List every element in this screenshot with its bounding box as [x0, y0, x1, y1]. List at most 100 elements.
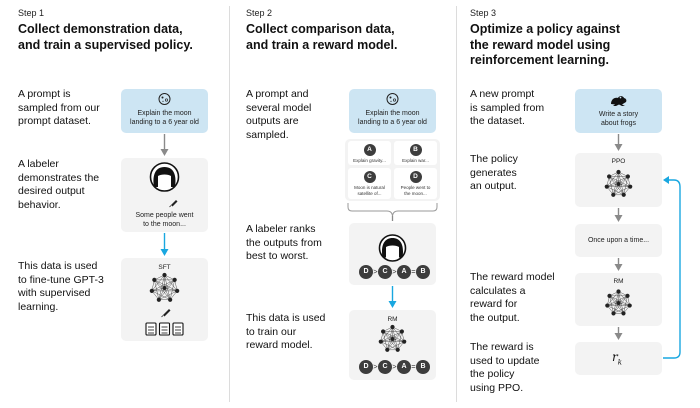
column-divider [456, 6, 457, 402]
desc-line: A labeler [18, 158, 59, 170]
step1-desc-finetune: This data is used to fine-tune GPT-3 wit… [18, 260, 104, 314]
output-option-b: B Explain war... [394, 141, 437, 165]
step1-desc-prompt: A prompt is sampled from our prompt data… [18, 88, 100, 129]
step3-title-line: Optimize a policy against [470, 22, 621, 36]
step2-title: Collect comparison data, and train a rew… [246, 22, 397, 53]
desc-line: reward for [470, 298, 518, 310]
step3-desc-reward-model: The reward model calculates a reward for… [470, 271, 555, 325]
output-text: Explain gravity... [348, 158, 391, 164]
desc-line: A prompt and [246, 88, 309, 100]
desc-line: The policy [470, 153, 518, 165]
neural-network-icon [604, 169, 633, 197]
rank-token: B [416, 265, 430, 279]
step3-output-card: Once upon a time... [575, 224, 662, 257]
desc-line: generates [470, 166, 517, 179]
labeler-text: Some people went to the moon... [121, 211, 208, 229]
arrow-down-icon [614, 333, 623, 340]
output-letter: A [363, 144, 376, 156]
desc-line: best to worst. [246, 250, 309, 262]
arrow-down-icon [614, 264, 623, 271]
reward-symbol: r [612, 350, 618, 364]
step1-label: Step 1 [18, 8, 45, 18]
desc-line: the outputs from [246, 236, 322, 249]
desc-line: several model [246, 101, 312, 114]
step3-desc-policy: The policy generates an output. [470, 153, 518, 194]
frog-icon [611, 96, 627, 106]
step1-title-line: Collect demonstration data, [18, 22, 183, 36]
labeler-line: Some people went [135, 212, 194, 219]
output-option-d: D People went to the moon... [394, 168, 437, 199]
rm-label: RM [387, 316, 398, 323]
step2-desc-sampled: A prompt and several model outputs are s… [246, 88, 311, 142]
step1-sft-card: SFT [121, 258, 208, 341]
output-text: Moon is natural satellite of... [348, 185, 391, 197]
step1-title: Collect demonstration data, and train a … [18, 22, 193, 53]
desc-line: an output. [470, 180, 517, 192]
step2-title-line: Collect comparison data, [246, 22, 395, 36]
prompt-line: landing to a 6 year old [358, 119, 427, 126]
step2-desc-ranks: A labeler ranks the outputs from best to… [246, 223, 322, 264]
output-text: Once upon a time... [587, 237, 650, 244]
sft-label: SFT [158, 264, 171, 271]
desc-line: to fine-tune GPT-3 [18, 273, 104, 286]
rm-label: RM [613, 278, 624, 285]
step3-title: Optimize a policy against the reward mod… [470, 22, 620, 69]
arrow-down-icon [160, 149, 169, 156]
arrow-down-icon [160, 249, 169, 256]
rank-operator: > [373, 362, 378, 371]
step3-ppo-card: PPO [575, 153, 662, 207]
prompt-text: Write a story about frogs [575, 110, 662, 128]
column-divider [229, 6, 230, 402]
arrow-left-icon [663, 176, 669, 184]
rank-token: C [378, 265, 392, 279]
prompt-line: Write a story [598, 111, 639, 118]
desc-line: used to update [470, 354, 540, 367]
desc-line: A prompt is [18, 88, 71, 100]
prompt-line: Explain the moon [365, 110, 420, 117]
reward-subscript: k [617, 358, 622, 367]
prompt-line: landing to a 6 year old [130, 119, 199, 126]
step2-desc-train: This data is used to train our reward mo… [246, 312, 325, 353]
desc-line: demonstrates the [18, 171, 100, 184]
labeler-avatar-icon [378, 234, 407, 262]
output-line: Moon is natural [354, 185, 385, 190]
step3-title-line: reinforcement learning. [470, 53, 609, 67]
prompt-text: Explain the moon landing to a 6 year old [121, 109, 208, 127]
desc-line: prompt dataset. [18, 115, 91, 127]
step2-prompt-card: Explain the moon landing to a 6 year old [349, 89, 436, 133]
reward-value: rk [612, 350, 622, 366]
rank-token: B [416, 360, 430, 374]
step1-title-line: and train a supervised policy. [18, 37, 193, 52]
arrow-down-icon [614, 144, 623, 151]
moon-icon [158, 93, 171, 105]
pencil-icon [161, 309, 171, 318]
step3-title-line: the reward model using [470, 37, 611, 52]
rank-token: C [378, 360, 392, 374]
documents-icon [145, 322, 184, 336]
step2-ranking-card: D > C > A = B [349, 223, 436, 285]
feedback-arrow [663, 179, 681, 359]
rank-operator: > [392, 267, 397, 276]
output-option-a: A Explain gravity... [348, 141, 391, 165]
output-line: the moon... [404, 191, 427, 196]
desc-line: reward model. [246, 339, 313, 351]
output-letter: D [409, 171, 422, 183]
desc-line: The reward is [470, 341, 534, 353]
labeler-avatar-icon [149, 162, 180, 208]
rank-operator: > [392, 362, 397, 371]
prompt-line: Explain the moon [137, 110, 192, 117]
step1-desc-labeler: A labeler demonstrates the desired outpu… [18, 158, 99, 212]
output-letter: B [409, 144, 422, 156]
rank-token: A [397, 360, 411, 374]
desc-line: the output. [470, 311, 520, 324]
step1-labeler-card: Some people went to the moon... [121, 158, 208, 232]
step2-rm-card: RM D > C > A = B [349, 310, 436, 380]
desc-line: This data is used [18, 260, 98, 272]
neural-network-icon [378, 324, 407, 352]
step1-prompt-card: Explain the moon landing to a 6 year old [121, 89, 208, 133]
step3-rm-card: RM [575, 273, 662, 326]
output-line: Explain gravity... [353, 158, 386, 163]
desc-line: the dataset. [470, 115, 525, 127]
desc-line: sampled. [246, 128, 289, 141]
